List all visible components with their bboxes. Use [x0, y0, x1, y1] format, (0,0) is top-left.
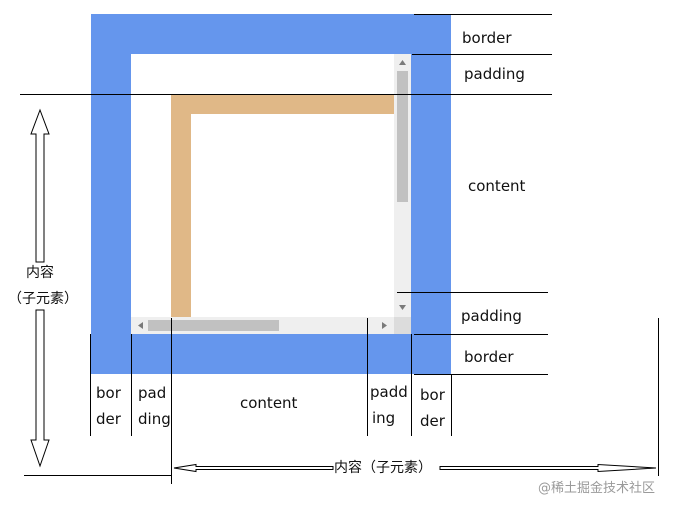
watermark: @稀土掘金技术社区: [538, 481, 656, 496]
horizontal-content-arrow: [173, 463, 657, 473]
vertical-scrollbar-thumb[interactable]: [397, 71, 408, 202]
label-border-right-line2: der: [420, 412, 445, 430]
scroll-up-arrow-icon[interactable]: [399, 60, 406, 65]
bottom-reference-lines: [24, 318, 659, 484]
child-element-left-bar: [171, 94, 191, 317]
label-horizontal-content: 内容（子元素）: [334, 460, 432, 476]
label-vertical-content-line2: （子元素）: [8, 291, 78, 307]
scrollbar-corner: [394, 317, 411, 334]
scroll-right-arrow-icon[interactable]: [382, 322, 387, 329]
label-padding-right-line1: padd: [370, 383, 408, 401]
label-content-right: content: [468, 177, 526, 195]
label-border-left-line1: bor: [96, 384, 121, 402]
label-padding-bottom: padding: [461, 307, 522, 325]
label-border-right-line1: bor: [420, 386, 445, 404]
right-reference-lines: [20, 14, 552, 375]
label-border-top: border: [462, 29, 512, 47]
label-content-bottom: content: [240, 394, 298, 412]
label-border-bottom: border: [464, 348, 514, 366]
horizontal-scrollbar-thumb[interactable]: [148, 320, 279, 331]
label-padding-right-line2: ing: [372, 409, 396, 427]
label-padding-left-line1: pad: [138, 384, 167, 402]
child-element-top-bar: [171, 94, 394, 114]
vertical-content-arrow: [30, 108, 50, 468]
label-padding-left-line2: ding: [138, 410, 171, 428]
label-vertical-content-line1: 内容: [26, 265, 54, 281]
scroll-down-arrow-icon[interactable]: [399, 305, 406, 310]
scroll-left-arrow-icon[interactable]: [138, 322, 143, 329]
label-padding-top: padding: [464, 65, 525, 83]
label-border-left-line2: der: [96, 410, 121, 428]
